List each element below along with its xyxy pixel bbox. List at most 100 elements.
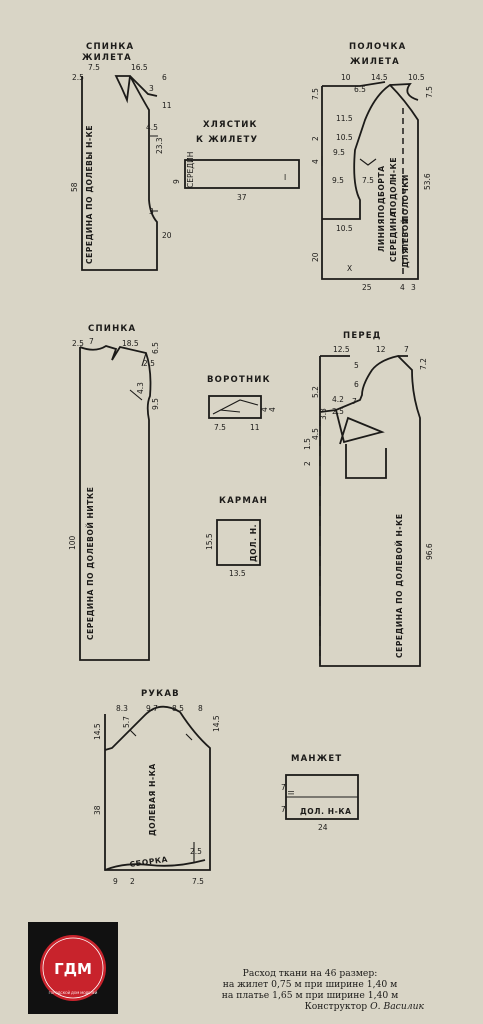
back-piece: СПИНКА 2.5 7 18.5 6.5 2.5 4.3 9.5 100 СЕ…: [68, 324, 160, 661]
dim: 9.5: [333, 148, 345, 157]
pocket-title: КАРМАН: [219, 496, 268, 506]
pocket-piece: КАРМАН 15.5 13.5 ДОЛ. Н.: [205, 496, 268, 578]
cross-mark: Х: [347, 264, 352, 273]
dim: 7.5: [362, 176, 374, 185]
dim: 16.5: [131, 63, 148, 72]
dim: 10.5: [408, 73, 425, 82]
sleeve-grain-label: ДОЛЕВАЯ Н-КА: [148, 763, 157, 836]
dim: 12: [376, 345, 386, 354]
dim: 9.5: [151, 398, 160, 410]
dim: 2.5: [332, 407, 344, 416]
dim: 10.5: [336, 224, 353, 233]
vest-belt-title-2: К ЖИЛЕТУ: [196, 135, 258, 145]
vest-back-outline: [81, 75, 158, 271]
dim: 7.5: [425, 86, 434, 98]
designer-label: Конструктор: [304, 1001, 368, 1012]
dim: 6.5: [354, 85, 366, 94]
cuff-piece: МАНЖЕТ 7 7 24 II ДОЛ. Н-КА: [281, 754, 359, 832]
vest-front-outline: [321, 83, 419, 280]
vest-front-piece: ПОЛОЧКА ЖИЛЕТА 10 14.5 10.5 7.5 6.5 11.5…: [311, 42, 434, 292]
dim: 9: [113, 877, 118, 886]
dim: 7.5: [311, 88, 320, 100]
dim: 4.5: [311, 428, 320, 440]
dim: 23.3: [155, 137, 164, 154]
dim: 10: [341, 73, 351, 82]
dim: 5.2: [311, 386, 320, 398]
grain-label: СЕРЕДИНА: [389, 211, 398, 262]
logo-letters: ГДМ: [54, 960, 92, 978]
dim: 14.5: [371, 73, 388, 82]
vest-back-title-2: ЖИЛЕТА: [82, 53, 132, 63]
dim: 24: [318, 823, 328, 832]
vest-back-grain-label: СЕРЕДИНА ПО ДОЛЕВЫ Н-КЕ: [85, 125, 94, 264]
dim: 3: [149, 84, 154, 93]
dim: 5: [354, 361, 359, 370]
grain-label: ЛИНИЯ: [377, 218, 386, 252]
sleeve-outline: [104, 705, 211, 871]
logo-disc: [40, 935, 106, 1001]
dim: 7.5: [192, 877, 204, 886]
grain-label: ПО: [389, 200, 398, 214]
back-outline: [79, 345, 152, 661]
dim: 11.5: [336, 114, 353, 123]
dim: 13.5: [229, 569, 246, 578]
grain-label: ЛЕВОЙ: [401, 217, 410, 250]
vest-belt-title-1: ХЛЯСТИК: [203, 120, 258, 130]
vest-back-shoulder: [129, 75, 158, 97]
collar-piece: ВОРОТНИК 7.5 11 4 4: [207, 375, 277, 432]
footer-line-3: на платье 1,65 м при ширине 1,40 м: [221, 990, 399, 1001]
sleeve-hem: [104, 859, 206, 871]
front-dart: [335, 409, 385, 445]
dim: 9.7: [146, 704, 158, 713]
dim: 14.5: [212, 715, 221, 732]
dim: 8.3: [116, 704, 128, 713]
vest-belt-piece: ХЛЯСТИК К ЖИЛЕТУ 9 37 СЕРЕДИН I: [172, 120, 300, 202]
grain-label: ДЛЯ: [401, 248, 410, 268]
designer-credit: Конструктор О. Василик: [150, 1001, 470, 1012]
dim: 7: [281, 805, 286, 814]
collar-outline: [208, 395, 262, 419]
dim: II: [287, 791, 296, 795]
dim: 7: [281, 783, 286, 792]
sleeve-shirring-label: СБОРКА: [129, 855, 169, 869]
footer-line-2: на жилет 0,75 м при ширине 1,40 м: [222, 979, 398, 990]
dim: 8.5: [172, 704, 184, 713]
dim: 37: [237, 193, 247, 202]
logo-ring-text: ГОРОДСКОЙ ДОМ МОДЕЛЕЙ: [49, 990, 98, 995]
collar-title: ВОРОТНИК: [207, 375, 271, 385]
dim: 38: [93, 805, 102, 815]
dim: 9.5: [332, 176, 344, 185]
dim: 2.5: [190, 847, 202, 856]
dim: 53.6: [423, 173, 432, 190]
cuff-grain-label: ДОЛ. Н-КА: [300, 807, 351, 816]
dim: 20: [162, 231, 172, 240]
dim: 7: [404, 345, 409, 354]
dim: 100: [68, 535, 77, 550]
dim: 14.5: [93, 723, 102, 740]
vest-front-title-2: ЖИЛЕТА: [350, 57, 400, 67]
dim: 3: [411, 283, 416, 292]
dim: 7.5: [214, 423, 226, 432]
dim: 6: [354, 380, 359, 389]
dim: 4.5: [146, 123, 158, 132]
dim: 15.5: [205, 533, 214, 550]
front-grain-label: СЕРЕДИНА ПО ДОЛЕВОЙ Н-КЕ: [395, 513, 404, 658]
dim: СЕРЕДИН: [186, 152, 195, 188]
dim: 2: [303, 461, 312, 466]
dim: 20: [311, 252, 320, 262]
dim: 25: [362, 283, 372, 292]
sleeve-piece: РУКАВ 8.3 9.7 8.5 8 14.5 5.7 14.5 38 9 2…: [93, 689, 221, 886]
vest-front-title-1: ПОЛОЧКА: [349, 42, 406, 52]
dim: 11: [162, 101, 172, 110]
dim: 18.5: [122, 339, 139, 348]
footer-line-1: Расход ткани на 46 размер:: [242, 968, 378, 979]
dim: 4: [268, 407, 277, 412]
dim: 6.5: [151, 342, 160, 354]
dim: 9: [172, 179, 181, 184]
vest-back-piece: СПИНКА ЖИЛЕТА 7.5 16.5 2.5 3 6 4.5 11 23…: [70, 42, 172, 271]
dim: 7.5: [88, 63, 100, 72]
front-piece: ПЕРЕД 12.5 12 7 7.2 5 6 4.2 2.5 7 5.2 3.…: [303, 331, 434, 667]
fabric-consumption-note: Расход ткани на 46 размер: на жилет 0,75…: [150, 968, 470, 1012]
dim: 12.5: [333, 345, 350, 354]
